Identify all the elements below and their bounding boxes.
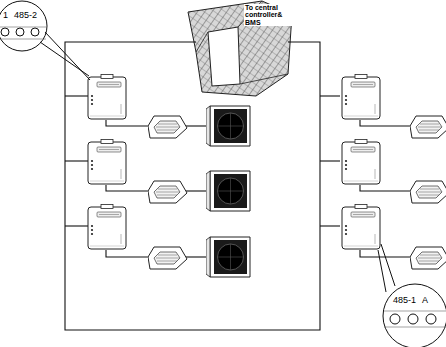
outdoor-unit (206, 106, 250, 277)
port-name: 485-2 (13, 11, 38, 20)
cassette-indoor-unit (148, 116, 446, 269)
gateway-module (88, 75, 380, 250)
port-name: 485-1 (392, 296, 417, 305)
terminal-callout (0, 1, 90, 80)
bus-wire (65, 42, 412, 330)
terminal-callout (378, 244, 446, 347)
terminal-number: 1 (2, 11, 9, 20)
terminal-name: A (421, 296, 429, 305)
destination-note: To central controller& BMS (244, 4, 298, 26)
